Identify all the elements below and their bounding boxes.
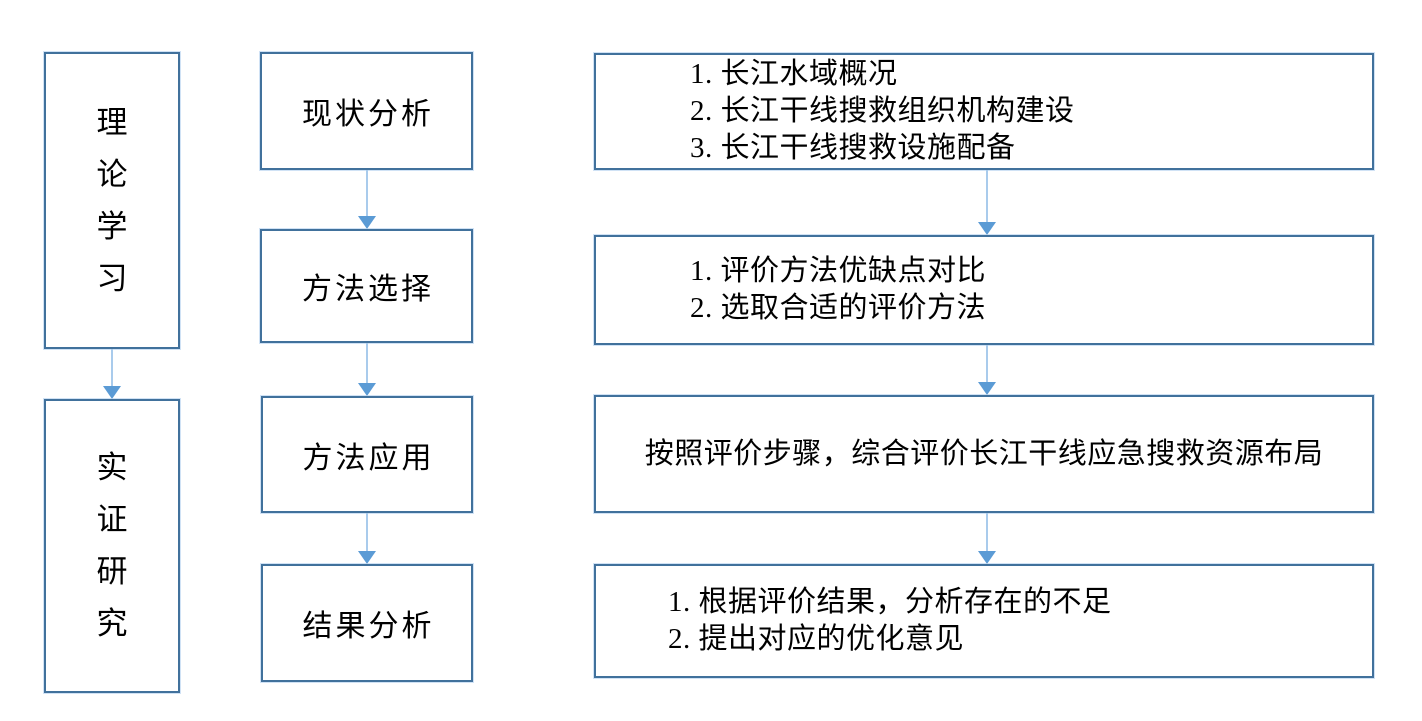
arrow-head-icon — [978, 551, 996, 564]
box-method-selection: 方法选择 — [260, 229, 473, 343]
arrow-line — [986, 513, 988, 555]
box-text-label: 现状分析 — [302, 98, 434, 131]
box-empirical-research: 实 证 研 究 — [44, 399, 180, 693]
arrow-line — [111, 349, 113, 390]
arrow-down-application-to-result — [358, 513, 376, 564]
box-text-label: 方法选择 — [302, 273, 434, 306]
box-text-line: 1. 长江水域概况 — [690, 58, 898, 90]
box-text-char: 研 — [96, 554, 128, 589]
arrow-line — [366, 513, 368, 555]
box-text-label: 方法应用 — [302, 441, 435, 475]
arrow-line — [366, 170, 368, 220]
arrow-head-icon — [358, 383, 376, 396]
box-text-line: 2. 提出对应的优化意见 — [668, 623, 965, 655]
box-status-analysis-details: 1. 长江水域概况 2. 长江干线搜救组织机构建设 3. 长江干线搜救设施配备 — [594, 53, 1374, 170]
arrow-line — [986, 170, 988, 226]
arrow-head-icon — [103, 386, 121, 399]
arrow-down-status-to-method-selection — [358, 170, 376, 229]
arrow-down-selection-to-application — [358, 343, 376, 396]
box-text-char: 学 — [96, 208, 128, 244]
arrow-down-status-details-to-selection-details — [978, 170, 996, 235]
arrow-line — [366, 343, 368, 387]
box-text-line: 2. 选取合适的评价方法 — [690, 292, 987, 324]
box-text-char: 习 — [96, 260, 128, 296]
arrow-head-icon — [358, 551, 376, 564]
box-method-selection-details: 1. 评价方法优缺点对比 2. 选取合适的评价方法 — [594, 235, 1374, 345]
arrow-down-application-details-to-result-details — [978, 513, 996, 564]
box-text-line: 3. 长江干线搜救设施配备 — [690, 132, 1016, 164]
box-result-analysis-details: 1. 根据评价结果，分析存在的不足 2. 提出对应的优化意见 — [594, 564, 1374, 678]
box-text-line: 1. 根据评价结果，分析存在的不足 — [668, 586, 1112, 618]
box-text-char: 论 — [96, 156, 128, 192]
box-result-analysis: 结果分析 — [261, 564, 473, 682]
box-text-line: 1. 评价方法优缺点对比 — [690, 255, 987, 287]
arrow-head-icon — [978, 222, 996, 235]
arrow-down-selection-details-to-application-details — [978, 345, 996, 395]
box-text-line: 按照评价步骤，综合评价长江干线应急搜救资源布局 — [644, 437, 1324, 470]
box-method-application: 方法应用 — [261, 396, 473, 513]
arrow-down-theory-to-empirical — [103, 349, 121, 399]
box-text-char: 理 — [96, 104, 128, 140]
box-text-char: 实 — [96, 450, 128, 485]
box-text-line: 2. 长江干线搜救组织机构建设 — [690, 95, 1075, 127]
box-status-analysis: 现状分析 — [260, 52, 473, 170]
box-theory-study: 理 论 学 习 — [44, 52, 180, 349]
arrow-head-icon — [978, 382, 996, 395]
arrow-line — [986, 345, 988, 386]
box-text-char: 证 — [96, 502, 128, 537]
box-text-char: 究 — [96, 606, 128, 641]
box-text-label: 结果分析 — [302, 610, 435, 643]
arrow-head-icon — [358, 216, 376, 229]
box-method-application-details: 按照评价步骤，综合评价长江干线应急搜救资源布局 — [594, 395, 1374, 513]
